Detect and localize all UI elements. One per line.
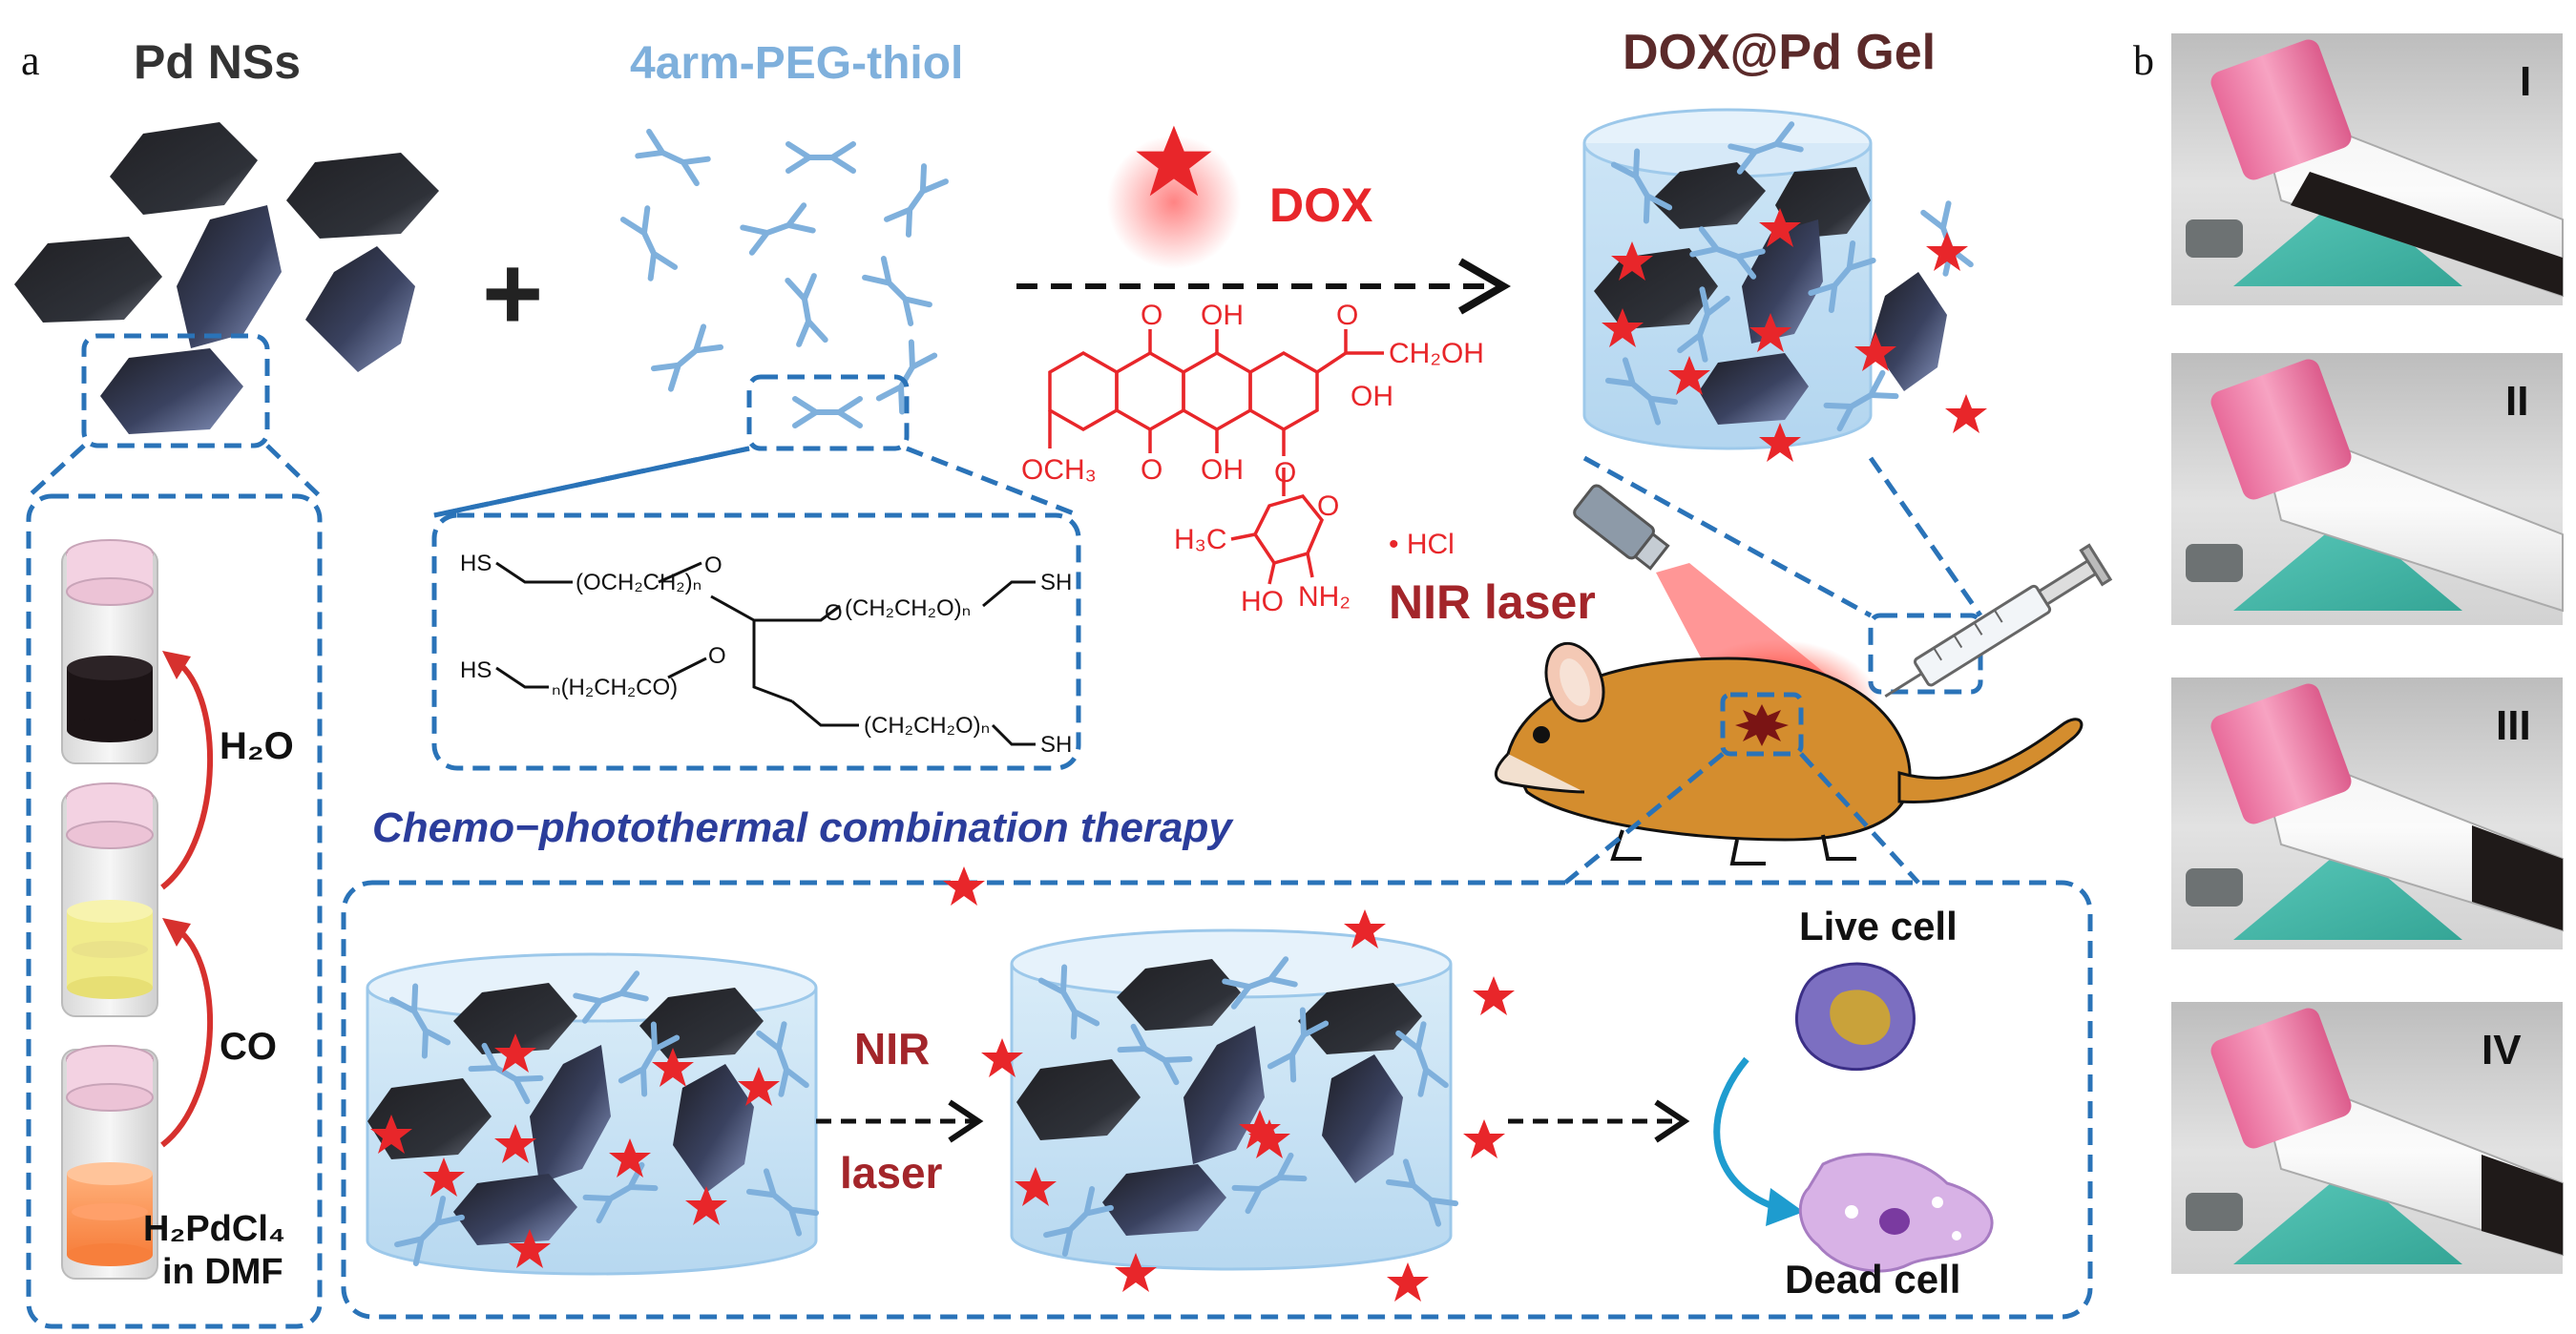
dox-atom: CH₂OH <box>1389 338 1484 369</box>
laser-device <box>1573 484 1670 571</box>
peg-formula-text: O <box>825 600 843 626</box>
pd-nanosheet <box>177 205 282 348</box>
peg-callout-right <box>906 446 1079 518</box>
dox-arrow <box>1016 258 1511 315</box>
pd-nanosheet <box>100 348 243 434</box>
dox-atom: O <box>1317 490 1339 522</box>
dox-atom: H₃C <box>1174 524 1227 555</box>
h2o-arrow <box>160 656 213 890</box>
synthesis-callout-right <box>265 444 322 498</box>
nanosheet-zoom-box <box>81 333 270 448</box>
therapy-title: Chemo−photothermal combination therapy <box>372 804 1234 851</box>
dead-cell <box>1798 1153 1994 1273</box>
live-cell-label: Live cell <box>1799 904 1958 948</box>
therapy-gel-after <box>1010 928 1456 1271</box>
synthesis-box <box>26 493 323 1329</box>
peg-formula-text: SH <box>1040 570 1072 595</box>
panel-a-label: a <box>21 37 40 84</box>
peg-callout-left <box>433 446 750 518</box>
dox-atom: • HCl <box>1389 529 1455 560</box>
synthesis-tubes <box>61 539 158 1280</box>
h2o-arrowhead <box>162 651 191 679</box>
live-cell <box>1794 962 1916 1072</box>
co-arrowhead <box>162 918 191 947</box>
nir-laser-label: NIR laser <box>1389 575 1596 629</box>
dox-atom: O <box>1141 454 1162 486</box>
tumor-zoom-line <box>1799 752 1920 885</box>
peg-zoom-box <box>746 374 910 451</box>
dox-atom: HO <box>1241 586 1284 617</box>
dox-atom: OH <box>1351 381 1393 412</box>
synthesis-callout-left <box>27 444 86 498</box>
co-arrow <box>160 923 213 1148</box>
therapy-laser-label: laser <box>840 1148 943 1198</box>
pd-nanosheet <box>305 246 415 372</box>
vial-label: I <box>2520 58 2531 105</box>
tumor-icon <box>1735 704 1789 746</box>
gel-network <box>1594 124 1971 428</box>
vial-label: II <box>2505 378 2528 425</box>
peg-formula-box <box>431 512 1081 771</box>
dox-atom: OH <box>1201 454 1244 486</box>
mouse <box>1494 641 2084 865</box>
vial-photo-4: IV <box>2171 1002 2564 1274</box>
therapy-nir-label: NIR <box>854 1024 930 1073</box>
peg-title: 4arm-PEG-thiol <box>630 38 963 89</box>
pd-nanosheet <box>286 153 439 239</box>
therapy-gel-before <box>366 952 816 1276</box>
peg-formula-text: HS <box>460 551 492 576</box>
therapy-box <box>341 880 2093 1320</box>
dox-star-glow <box>1107 135 1241 269</box>
dox-atom: O <box>1336 300 1358 331</box>
syringe <box>1884 543 2113 698</box>
solvent-label: in DMF <box>162 1252 283 1292</box>
peg-formula-text: HS <box>460 657 492 683</box>
precursor-label: H₂PdCl₄ <box>143 1209 285 1249</box>
gel-title: DOX@Pd Gel <box>1623 25 1936 80</box>
dox-structure-labels: O OH O CH₂OH OH OCH₃ O OH O H₃C O HO NH₂… <box>1021 300 1484 617</box>
cells-arrow <box>1508 1099 1690 1143</box>
panel-b-label: b <box>2133 37 2154 84</box>
gel-zoom-line <box>1868 456 1983 617</box>
vial-photo-1: I <box>2171 33 2564 305</box>
tumor-zoom-line <box>1563 752 1725 885</box>
dead-cell-label: Dead cell <box>1785 1257 1960 1302</box>
dox-structure <box>1048 329 1384 585</box>
pd-nanosheet <box>14 237 162 323</box>
pd-nss-title: Pd NSs <box>134 35 301 89</box>
dox-atom: OCH₃ <box>1021 454 1097 486</box>
peg-formula-text: ₙ(H₂CH₂CO) <box>552 675 678 700</box>
vial-label: IV <box>2482 1027 2522 1073</box>
nir-arrow <box>816 1099 984 1143</box>
peg-formula-text: O <box>704 552 723 578</box>
pd-nanosheet <box>110 122 258 215</box>
peg-cluster <box>623 132 946 412</box>
peg-formula-text: (CH₂CH₂O)ₙ <box>845 595 971 621</box>
vial-photo-2: II <box>2171 353 2564 625</box>
h2o-label: H₂O <box>220 725 294 767</box>
plus-sign: + <box>482 235 543 352</box>
peg-formula-text: (CH₂CH₂O)ₙ <box>864 713 990 739</box>
dox-atom: OH <box>1201 300 1244 331</box>
gel-zoom-line <box>1582 455 1873 618</box>
peg-formula: HS (OCH₂CH₂)ₙ O O (CH₂CH₂O)ₙ SH HS ₙ(H₂C… <box>460 551 1072 758</box>
death-arrow <box>1713 1056 1777 1211</box>
dox-atom: O <box>1274 457 1296 489</box>
dox-label: DOX <box>1269 178 1372 232</box>
vial-photo-3: III <box>2171 677 2564 949</box>
tumor-box <box>1720 692 1804 757</box>
death-arrowhead <box>1766 1188 1804 1226</box>
co-label: CO <box>220 1026 277 1068</box>
dox-atom: O <box>1141 300 1162 331</box>
dox-atom: NH₂ <box>1298 581 1351 613</box>
vial-label: III <box>2496 702 2531 749</box>
peg-formula-text: O <box>708 643 726 669</box>
peg-formula-text: (OCH₂CH₂)ₙ <box>576 570 702 595</box>
pd-nanosheets <box>14 122 439 434</box>
peg-formula-text: SH <box>1040 732 1072 758</box>
